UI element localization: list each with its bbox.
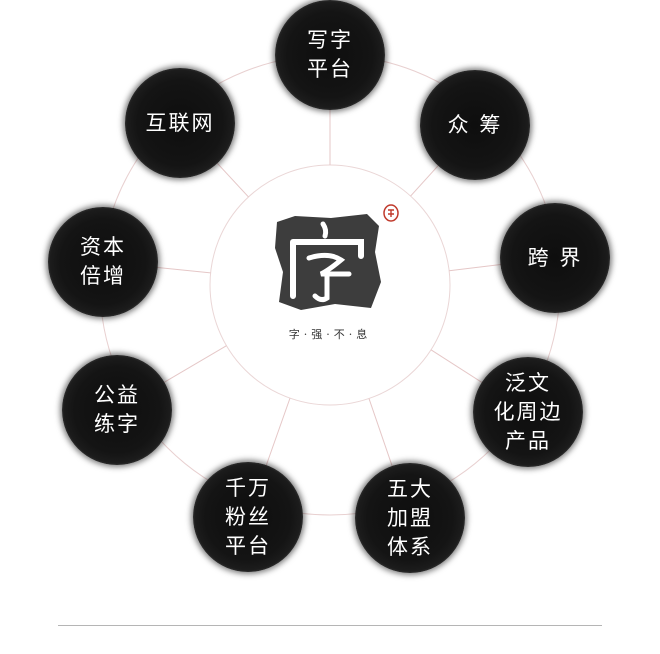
center-logo: 字·强·不·息	[215, 170, 445, 400]
node-writing-platform[interactable]: 写字 平台	[275, 0, 385, 110]
node-pan-culture-products[interactable]: 泛文 化周边 产品	[473, 357, 583, 467]
node-label: 互联网	[145, 110, 215, 135]
node-internet[interactable]: 互联网	[125, 68, 235, 178]
node-label: 众 筹	[447, 112, 503, 137]
node-label: 泛文 化周边 产品	[493, 370, 563, 453]
node-fan-platform[interactable]: 千万 粉丝 平台	[193, 462, 303, 572]
node-label: 公益 练字	[94, 383, 140, 436]
node-label: 资本 倍增	[80, 235, 126, 288]
motto-text: 字·强·不·息	[288, 328, 372, 341]
node-charity-writing[interactable]: 公益 练字	[62, 355, 172, 465]
node-capital-growth[interactable]: 资本 倍增	[48, 207, 158, 317]
node-label: 跨 界	[527, 245, 583, 270]
node-five-alliances[interactable]: 五大 加盟 体系	[355, 463, 465, 573]
bottom-divider	[58, 625, 602, 626]
node-crossover[interactable]: 跨 界	[500, 203, 610, 313]
character-seal-icon	[275, 214, 381, 310]
node-label: 千万 粉丝 平台	[225, 475, 271, 558]
node-label: 五大 加盟 体系	[387, 476, 433, 559]
node-crowdfunding[interactable]: 众 筹	[420, 70, 530, 180]
node-label: 写字 平台	[307, 28, 353, 81]
red-seal-icon	[383, 204, 399, 222]
